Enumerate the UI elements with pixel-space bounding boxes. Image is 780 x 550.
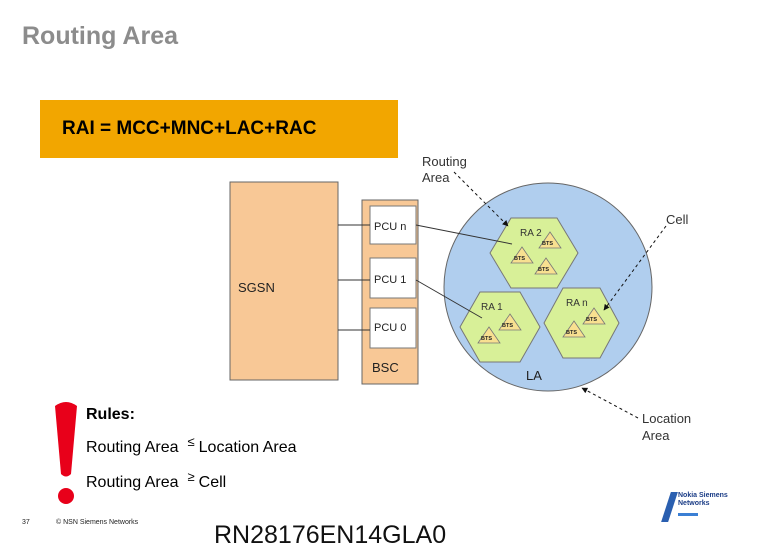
pcu-n-label: PCU n [374, 221, 406, 233]
routing-area-callout-line-2: Area [422, 170, 450, 185]
ra-1-hexagon [459, 291, 541, 363]
rules-block: Rules: Routing Area ≤Location Area Routin… [86, 406, 297, 509]
rule-right: Location Area [198, 439, 297, 456]
brand-name-line-1: Nokia Siemens [678, 492, 728, 499]
sgsn-box [229, 181, 339, 381]
pcu-1-box [369, 257, 417, 299]
rules-heading: Rules: [86, 406, 135, 423]
location-area-callout-line-1: Location [642, 411, 691, 426]
page-title: Routing Area [22, 22, 179, 50]
ra-n-bts-1-label: BTS [586, 317, 597, 323]
routing-area-arrow [453, 171, 509, 227]
cell-callout: Cell [666, 212, 689, 227]
ra-n-bts-2-label: BTS [566, 330, 577, 336]
ra-n-hexagon [543, 287, 620, 359]
exclamation-icon [55, 402, 77, 477]
ra-1-label: RA 1 [481, 302, 503, 313]
brand-name-line-2: Networks [678, 500, 710, 507]
la-label: LA [526, 368, 542, 383]
ra-2-bts-3-label: BTS [538, 267, 549, 273]
brand-logo: Nokia Siemens Networks [661, 488, 756, 528]
ra-2-bts-2-label: BTS [514, 256, 525, 262]
brand-name: Nokia Siemens Networks [678, 492, 728, 508]
ra-2-hexagon [489, 217, 579, 289]
ra-1-bts-2-label: BTS [481, 336, 492, 342]
sgsn-label: SGSN [238, 280, 275, 295]
ra-2-bts-1-label: BTS [542, 241, 553, 247]
less-equal-symbol: ≤ [187, 434, 195, 449]
rule-left: Routing Area [86, 439, 179, 456]
ra-2-bts-3 [534, 257, 558, 275]
rule-item: Routing Area ≥Cell [86, 469, 297, 509]
rai-formula: RAI = MCC+MNC+LAC+RAC [62, 118, 317, 139]
routing-area-callout-line-1: Routing [422, 154, 467, 169]
link-pcu-n-ra-2 [415, 224, 513, 245]
ra-n-label: RA n [566, 298, 588, 309]
page-number: 37 [22, 519, 30, 526]
ra-1-bts-1-label: BTS [502, 323, 513, 329]
location-area-arrow [581, 387, 639, 419]
document-code: RN28176EN14GLA0 [214, 521, 447, 549]
location-area-callout-line-2: Area [642, 428, 670, 443]
rule-right: Cell [198, 474, 227, 491]
rule-item: Routing Area ≤Location Area [86, 434, 297, 474]
link-pcu-1-ra-1 [415, 279, 483, 319]
bsc-label: BSC [372, 360, 399, 375]
pcu-1-label: PCU 1 [374, 274, 406, 286]
ra-1-bts-2 [477, 326, 501, 344]
pcu-0-label: PCU 0 [374, 322, 406, 334]
ra-2-label: RA 2 [520, 228, 542, 239]
ra-1-bts-1 [498, 313, 522, 331]
ra-2-bts-2 [510, 246, 534, 264]
brand-swoosh-icon [678, 513, 698, 516]
copyright-text: © NSN Siemens Networks [56, 519, 139, 526]
exclamation-dot-icon [58, 488, 74, 504]
rule-left: Routing Area [86, 474, 179, 491]
greater-equal-symbol: ≥ [187, 469, 195, 484]
rai-formula-box: RAI = MCC+MNC+LAC+RAC [40, 100, 398, 158]
ra-n-bts-1 [582, 307, 606, 325]
pcu-0-box [369, 307, 417, 349]
ra-n-bts-2 [562, 320, 586, 338]
ra-2-bts-1 [538, 231, 562, 249]
